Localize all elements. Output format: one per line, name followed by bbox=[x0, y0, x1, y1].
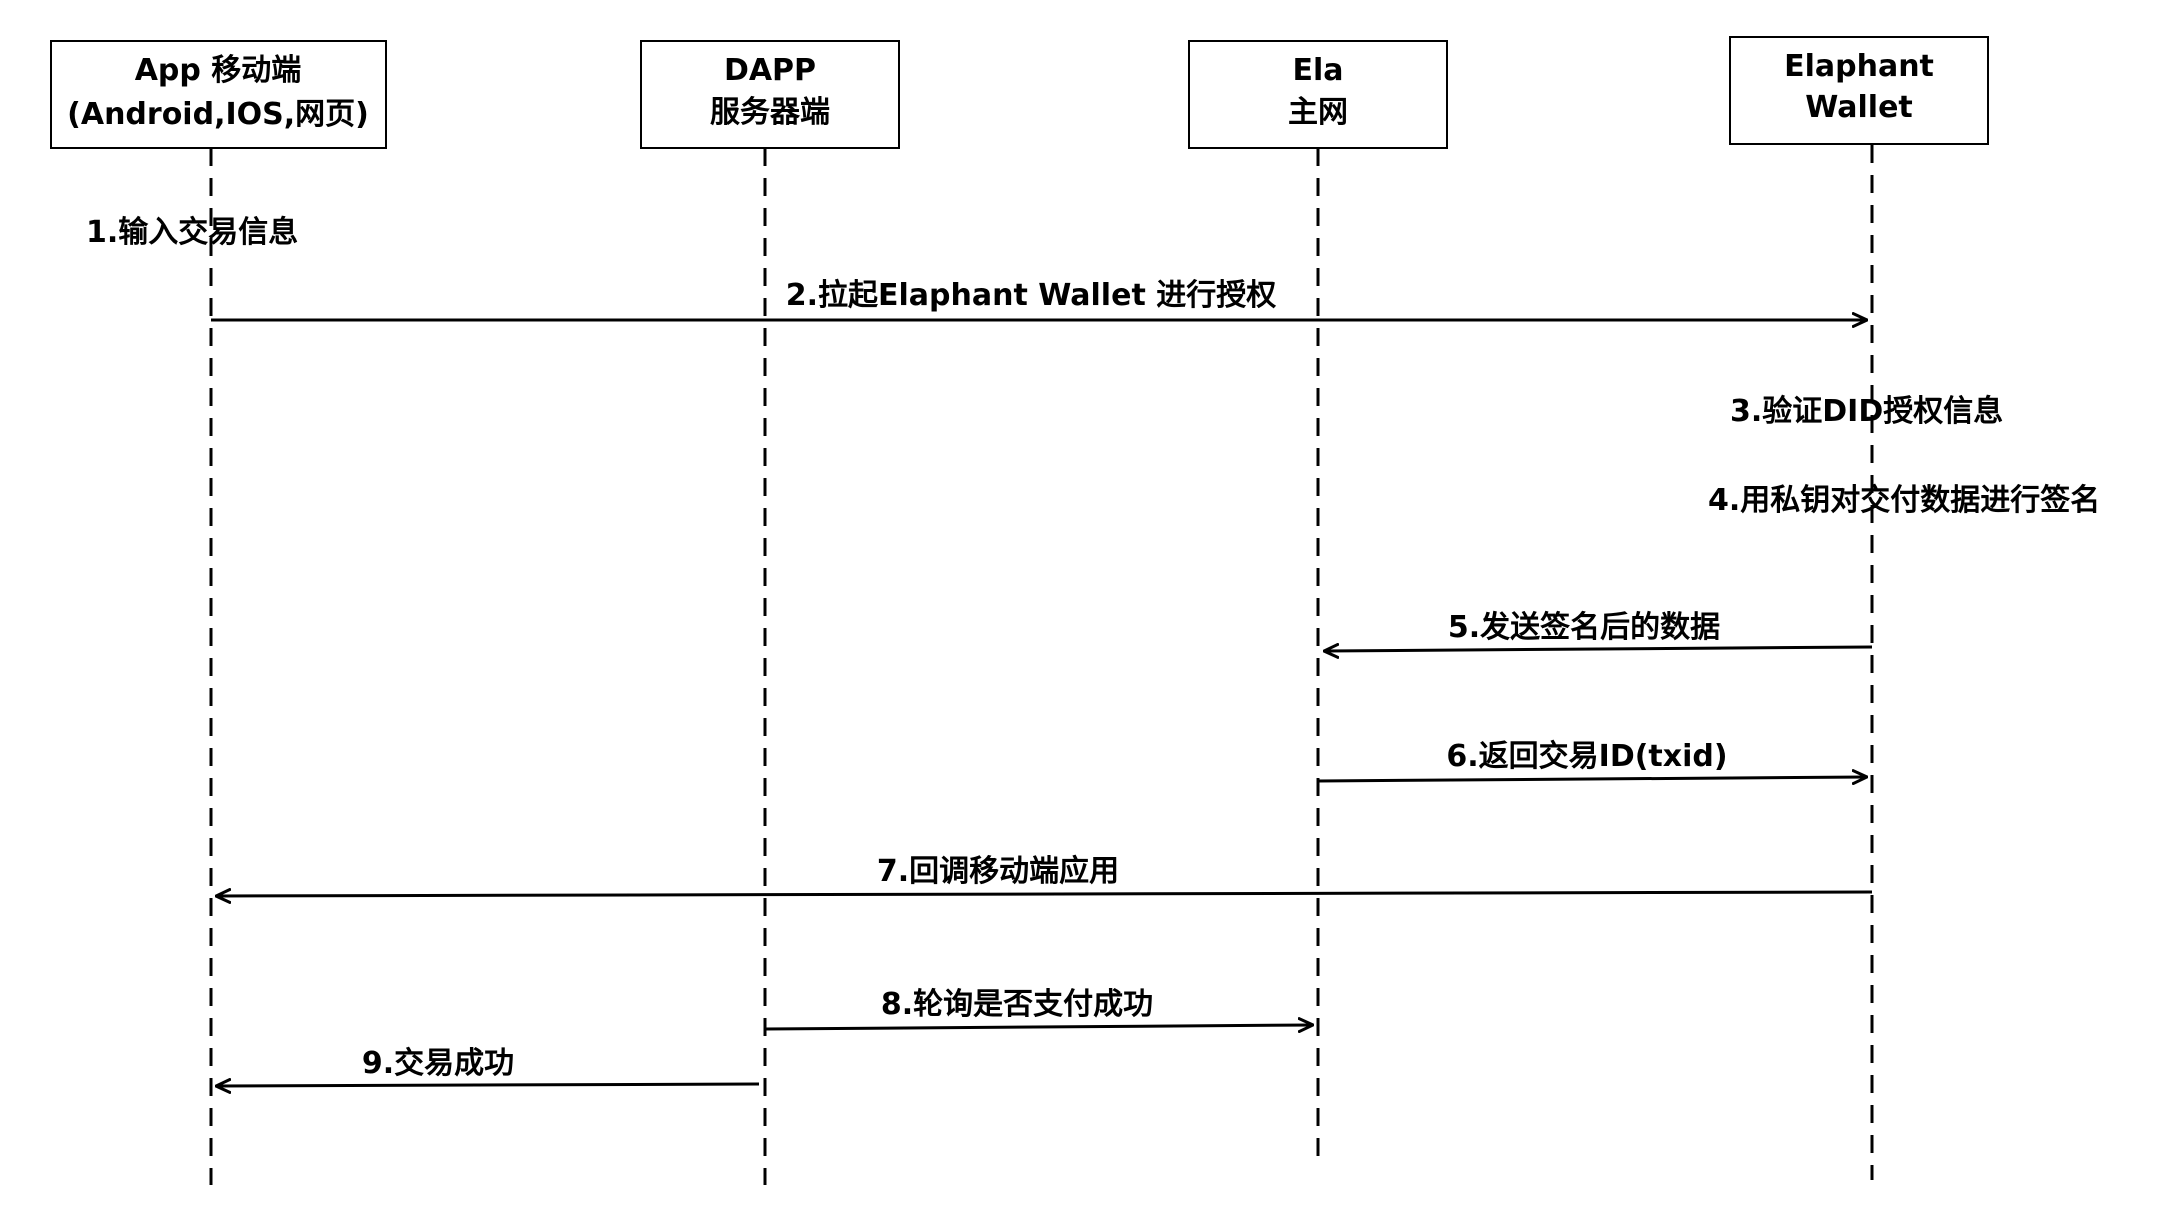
note-input-transaction: 1.输入交易信息 bbox=[86, 215, 298, 250]
message-launch-wallet: 2.拉起Elaphant Wallet 进行授权 bbox=[786, 278, 1276, 313]
actor-wallet-name: Elaphant bbox=[1784, 49, 1934, 84]
actor-ela-subtitle: 主网 bbox=[1288, 95, 1348, 130]
arrow-callback-app bbox=[217, 892, 1873, 896]
actor-dapp-name: DAPP bbox=[724, 53, 816, 88]
actor-app-name: App 移动端 bbox=[135, 53, 302, 88]
actor-wallet: Elaphant Wallet bbox=[1729, 36, 1989, 145]
actor-dapp-subtitle: 服务器端 bbox=[710, 95, 830, 130]
actor-ela-name: Ela bbox=[1292, 53, 1343, 88]
note-verify-did: 3.验证DID授权信息 bbox=[1730, 394, 2003, 429]
arrow-return-txid bbox=[1317, 777, 1866, 781]
arrow-transaction-success bbox=[217, 1084, 760, 1086]
message-send-signed: 5.发送签名后的数据 bbox=[1448, 610, 1720, 645]
message-callback-app: 7.回调移动端应用 bbox=[877, 854, 1119, 889]
actor-wallet-subtitle: Wallet bbox=[1805, 90, 1913, 125]
actor-app: App 移动端 (Android,IOS,网页) bbox=[50, 40, 387, 149]
arrow-send-signed bbox=[1325, 647, 1873, 651]
arrow-poll-payment bbox=[764, 1025, 1312, 1029]
actor-dapp: DAPP 服务器端 bbox=[640, 40, 900, 149]
message-transaction-success: 9.交易成功 bbox=[362, 1046, 514, 1081]
note-sign-data: 4.用私钥对交付数据进行签名 bbox=[1708, 483, 2100, 518]
actor-ela: Ela 主网 bbox=[1188, 40, 1448, 149]
actor-app-platforms: (Android,IOS,网页) bbox=[67, 97, 369, 132]
message-poll-payment: 8.轮询是否支付成功 bbox=[881, 987, 1153, 1022]
message-return-txid: 6.返回交易ID(txid) bbox=[1446, 739, 1727, 774]
